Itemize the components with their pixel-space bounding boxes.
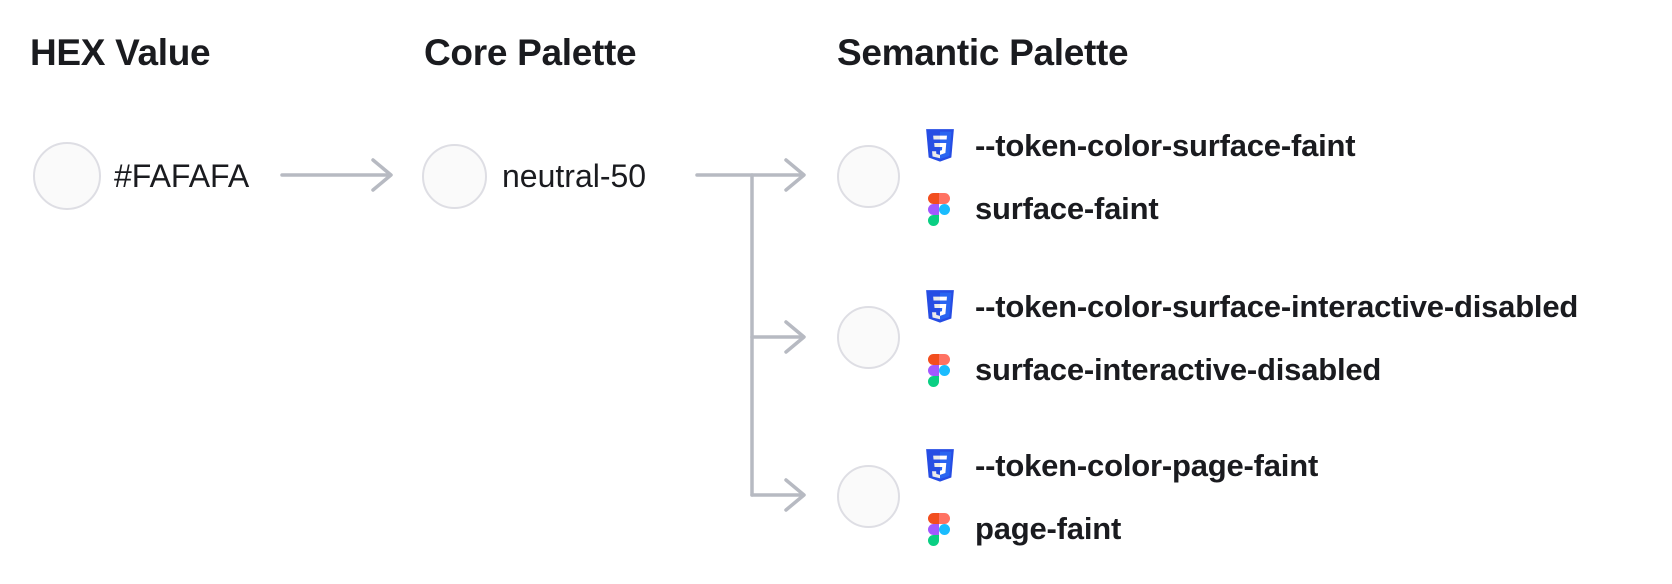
hex-color-swatch <box>33 142 101 210</box>
figma-logo-icon <box>925 353 965 387</box>
css-variable-row: --token-color-surface-interactive-disabl… <box>925 289 1579 324</box>
column-title-semantic-palette: Semantic Palette <box>837 32 1129 73</box>
css3-shield-icon <box>925 449 965 483</box>
arrow-core-to-semantic-1-head <box>784 158 806 192</box>
figma-style-row: surface-interactive-disabled <box>925 352 1578 387</box>
arrow-hex-to-core-head <box>371 158 393 192</box>
semantic-color-swatch <box>837 145 900 208</box>
css-variable-label: --token-color-page-faint <box>975 448 1319 483</box>
core-palette-label: neutral-50 <box>502 158 647 194</box>
figma-style-label: page-faint <box>975 511 1122 546</box>
column-title-hex-value: HEX Value <box>30 32 211 73</box>
css3-shield-icon <box>925 129 965 163</box>
core-palette-node: neutral-50 <box>422 144 646 209</box>
css-variable-label: --token-color-surface-interactive-disabl… <box>975 289 1579 324</box>
figma-style-row: page-faint <box>925 511 1318 546</box>
figma-logo-icon <box>925 512 965 546</box>
column-title-core-palette: Core Palette <box>424 32 637 73</box>
token-rows: --token-color-page-faint page-faint <box>925 448 1319 546</box>
css-variable-row: --token-color-page-faint <box>925 448 1319 483</box>
arrow-core-to-semantic-3-head <box>784 478 806 512</box>
arrow-core-to-semantic-2-head <box>784 320 806 354</box>
token-rows: --token-color-surface-faint surface-fain… <box>925 128 1356 226</box>
token-rows: --token-color-surface-interactive-disabl… <box>925 289 1579 387</box>
figma-style-label: surface-faint <box>975 191 1159 226</box>
figma-style-row: surface-faint <box>925 191 1355 226</box>
core-color-swatch <box>422 144 487 209</box>
css3-shield-icon <box>925 290 965 324</box>
css-variable-row: --token-color-surface-faint <box>925 128 1356 163</box>
css-variable-label: --token-color-surface-faint <box>975 128 1356 163</box>
figma-logo-icon <box>925 192 965 226</box>
hex-value-label: #FAFAFA <box>114 157 250 194</box>
semantic-color-swatch <box>837 465 900 528</box>
hex-value-node: #FAFAFA <box>33 142 249 210</box>
semantic-color-swatch <box>837 306 900 369</box>
figma-style-label: surface-interactive-disabled <box>975 352 1382 387</box>
